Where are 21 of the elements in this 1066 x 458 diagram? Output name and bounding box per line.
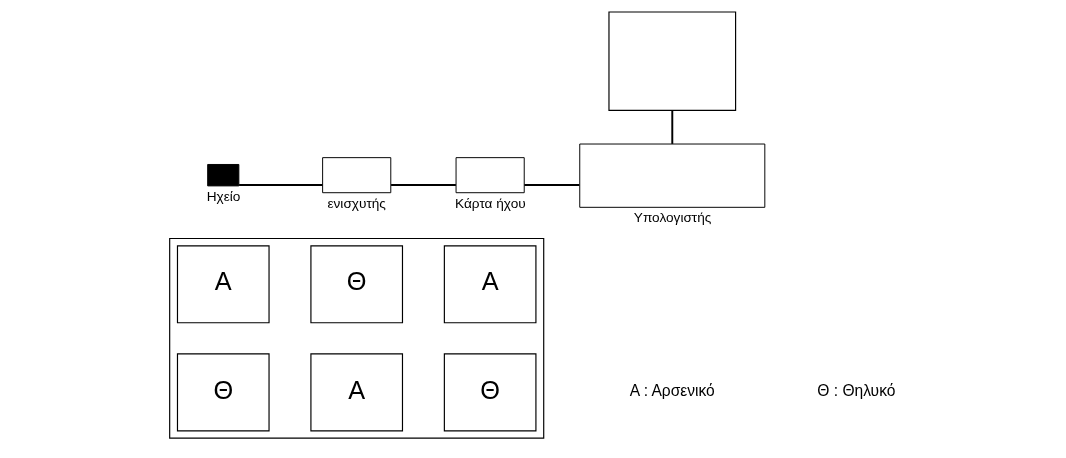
node-box bbox=[455, 157, 525, 194]
node-box bbox=[322, 157, 392, 194]
connector bbox=[671, 109, 674, 145]
connector bbox=[523, 183, 581, 186]
node-box bbox=[608, 11, 737, 111]
connector bbox=[238, 183, 324, 186]
legend-label: Θ : Θηλυκό bbox=[817, 382, 896, 400]
legend-label: Α : Αρσενικό bbox=[629, 382, 715, 400]
node-box bbox=[579, 143, 766, 208]
node-box: Θ bbox=[176, 353, 270, 432]
node-label: Κάρτα ήχου bbox=[455, 195, 526, 211]
node-box: Α bbox=[310, 353, 404, 432]
node-box: Θ bbox=[443, 353, 537, 432]
node-label: ενισχυτής bbox=[327, 195, 386, 211]
node-box: Α bbox=[443, 245, 537, 324]
cluster bbox=[169, 237, 545, 439]
node-label: Ηχείο bbox=[206, 188, 241, 204]
node-label: Υπολογιστής bbox=[633, 210, 712, 226]
node-box: Θ bbox=[310, 245, 404, 324]
connector bbox=[390, 183, 457, 186]
node-box: Α bbox=[176, 245, 270, 324]
